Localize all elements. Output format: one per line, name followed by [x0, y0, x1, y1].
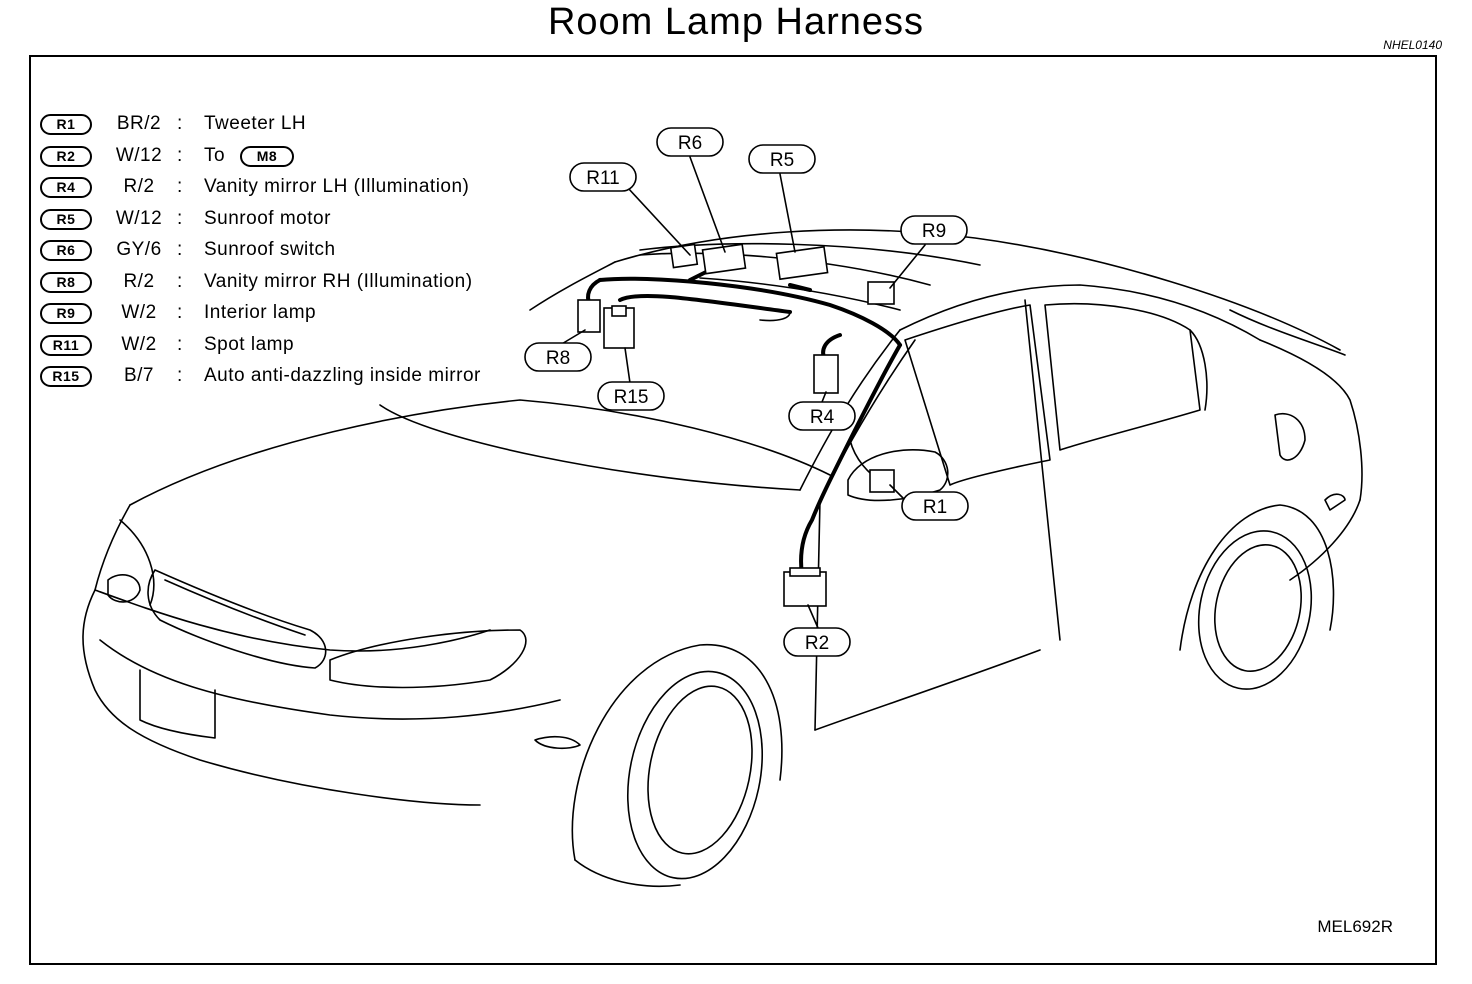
connector-description: To	[204, 144, 226, 166]
wire-code: R/2	[123, 270, 155, 292]
connector-badge: R11	[40, 334, 92, 356]
connector-badge: R6	[40, 240, 92, 261]
document-id: NHEL0140	[1383, 38, 1442, 52]
connector-badge: R9	[40, 303, 92, 324]
connector-shapes	[577, 243, 895, 607]
separator: :	[177, 144, 183, 166]
callout-r4: R4	[788, 401, 856, 431]
callout-r8-label: R8	[546, 348, 570, 369]
connector-description: Interior lamp	[204, 302, 317, 323]
car-body-outline	[82, 229, 1363, 888]
diagram-frame: MEL692R	[29, 55, 1437, 965]
figure-id: MEL692R	[1317, 917, 1393, 936]
wire-code: B/7	[123, 365, 155, 386]
connector-badge: R8	[40, 271, 92, 293]
connector-description: Vanity mirror RH (Illumination)	[204, 270, 473, 292]
connector-description: Sunroof switch	[204, 239, 336, 260]
wire-code: BR/2	[116, 113, 162, 134]
separator: :	[177, 239, 183, 260]
callout-r5: R5	[748, 144, 816, 174]
callout-r2: R2	[783, 627, 851, 657]
callout-r1-label: R1	[923, 497, 947, 518]
to-connector-badge: M8	[240, 145, 294, 167]
callout-r2-label: R2	[805, 633, 829, 654]
separator: :	[177, 176, 183, 197]
separator: :	[177, 207, 183, 229]
callouts: R11 R6 R5 R9 R8 R15 R4 R1	[524, 127, 969, 657]
separator: :	[177, 302, 183, 323]
wire-code: W/2	[121, 333, 157, 355]
harness-wiring	[586, 268, 902, 577]
separator: :	[177, 365, 183, 386]
separator: :	[177, 333, 183, 355]
connector-badge: R4	[40, 177, 92, 198]
connector-description: Sunroof motor	[204, 207, 331, 229]
connector-badge: R1	[40, 114, 92, 135]
connector-badge: R5	[40, 208, 92, 230]
wire-code: W/2	[121, 302, 157, 323]
connector-description: Spot lamp	[204, 333, 295, 355]
callout-r4-label: R4	[810, 407, 835, 428]
wire-code: GY/6	[116, 239, 162, 260]
connector-badge: R15	[40, 366, 92, 387]
callout-r8: R8	[524, 342, 592, 372]
callout-r9-label: R9	[922, 221, 946, 242]
callout-r11: R11	[569, 162, 637, 192]
callout-r5-label: R5	[770, 150, 794, 171]
wire-code: W/12	[115, 144, 163, 166]
callout-r15: R15	[597, 381, 665, 411]
separator: :	[177, 270, 183, 292]
callout-r1: R1	[901, 491, 969, 521]
callout-r11-label: R11	[586, 168, 619, 189]
page-title: Room Lamp Harness	[547, 1, 925, 43]
callout-r9: R9	[900, 215, 968, 245]
callout-r6-label: R6	[678, 133, 702, 154]
callout-r6: R6	[656, 127, 724, 157]
wire-code: W/12	[115, 207, 163, 229]
wire-code: R/2	[123, 176, 155, 197]
callout-r15-label: R15	[614, 387, 649, 408]
connector-description: Vanity mirror LH (Illumination)	[204, 176, 470, 197]
connector-description: Auto anti-dazzling inside mirror	[204, 365, 481, 386]
connector-badge: R2	[40, 145, 92, 167]
connector-description: Tweeter LH	[204, 113, 307, 134]
separator: :	[177, 113, 183, 134]
